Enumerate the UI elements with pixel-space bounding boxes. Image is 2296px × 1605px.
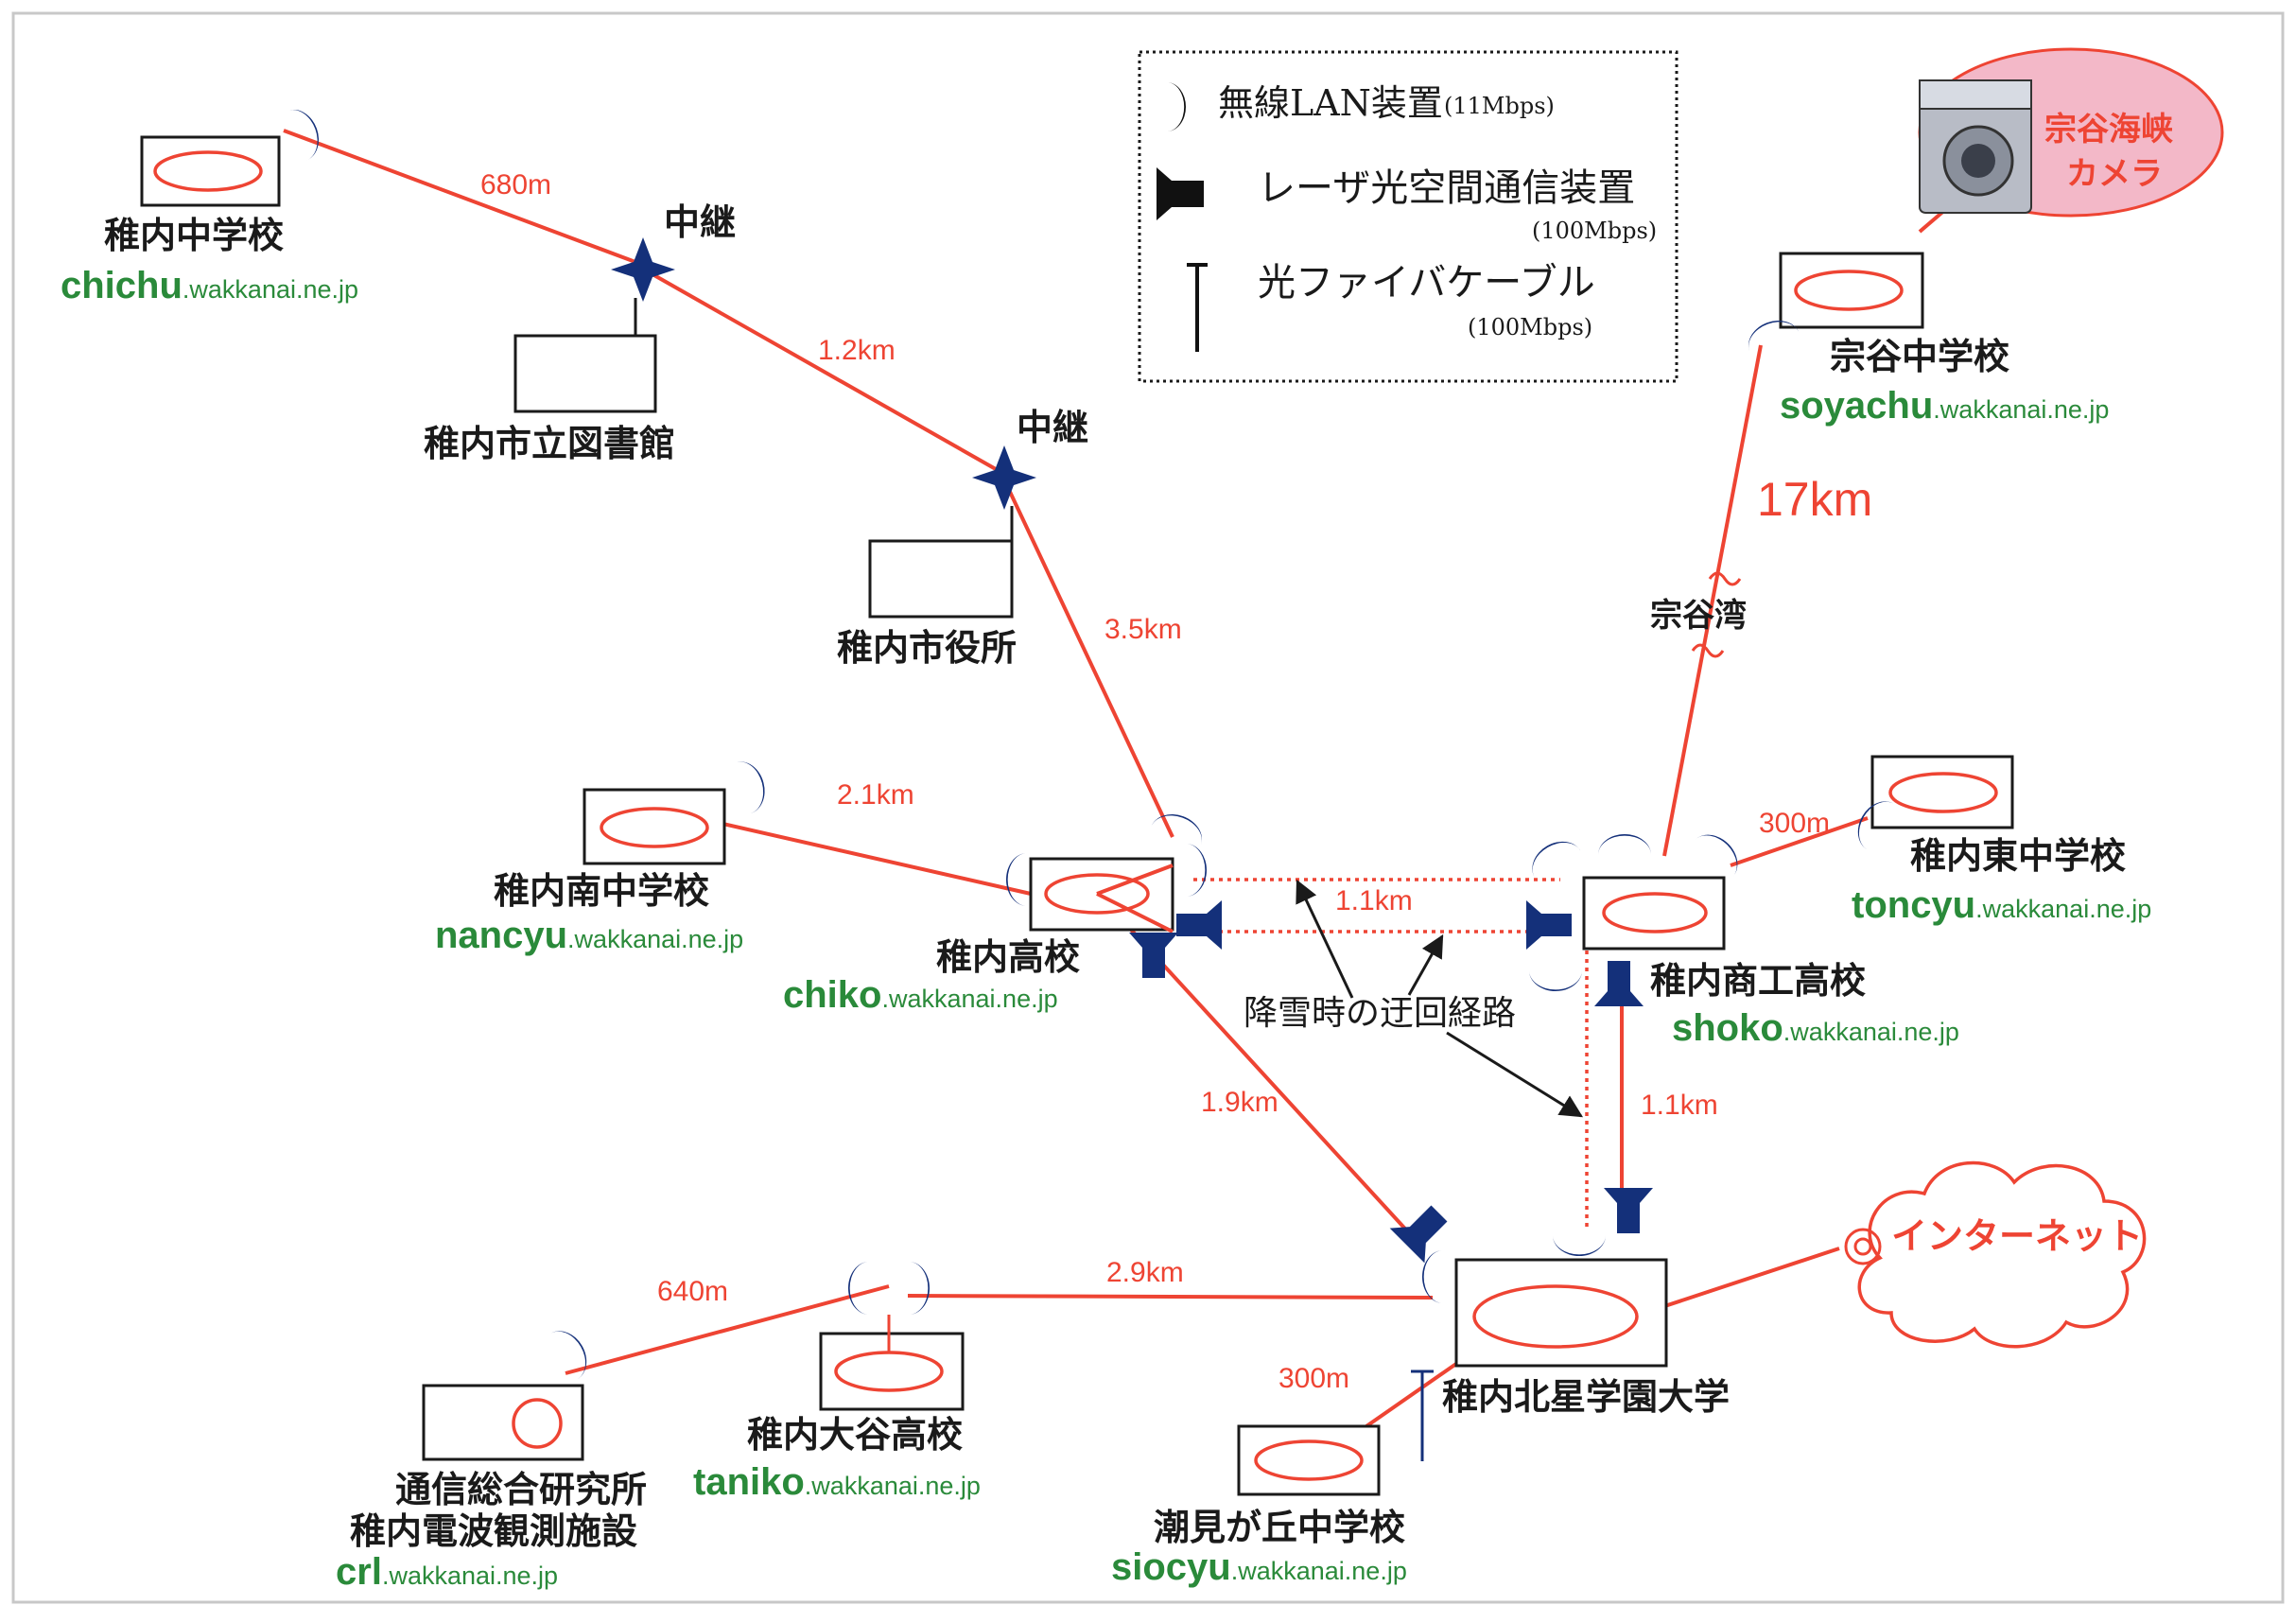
- legend-fiber-speed: (100Mbps): [1468, 314, 1592, 340]
- camera-label-1: 宗谷海峡: [2044, 111, 2173, 148]
- wireless-lan-icon: [736, 757, 771, 814]
- camera-callout: 宗谷海峡 カメラ: [1918, 47, 2224, 218]
- site-name: 稚内東中学校: [1910, 835, 2126, 877]
- internet-cloud: インターネット: [1844, 1160, 2147, 1349]
- wireless-lan-icon: [1598, 834, 1651, 855]
- distance-label: 17km: [1757, 473, 1872, 526]
- site-name: 稚内中学校: [104, 215, 284, 256]
- laser-device-icon: [1389, 1195, 1457, 1264]
- wireless-lan-icon: [909, 1262, 930, 1315]
- site-chichu: 稚内中学校 chichu.wakkanai.ne.jp: [61, 103, 358, 306]
- site-cityhall: 稚内市役所: [837, 539, 1017, 669]
- wireless-lan-icon: [1006, 853, 1027, 906]
- site-hokusei: 稚内北星学園大学: [1389, 1188, 1730, 1461]
- fiber-cable-icon: [1187, 263, 1208, 352]
- wireless-lan-icon: [1422, 1250, 1443, 1303]
- site-siocyu: 潮見が丘中学校 siocyu.wakkanai.ne.jp: [1111, 1424, 1407, 1588]
- camera-label-2: カメラ: [2066, 155, 2163, 193]
- site-hostname: soyachu.wakkanai.ne.jp: [1780, 385, 2109, 427]
- site-hostname: crl.wakkanai.ne.jp: [336, 1551, 558, 1593]
- relay-1: 中継: [611, 201, 736, 336]
- internet-label: インターネット: [1891, 1215, 2143, 1257]
- site-hostname: shoko.wakkanai.ne.jp: [1672, 1007, 1959, 1049]
- laser-device-icon: [1604, 1188, 1653, 1233]
- site-name: 稚内大谷高校: [747, 1414, 963, 1456]
- legend: 無線LAN装置 (11Mbps) レーザ光空間通信装置 (100Mbps) 光フ…: [1138, 50, 1679, 383]
- frame: [11, 11, 2285, 1604]
- site-crl: 通信総合研究所 稚内電波観測施設 crl.wakkanai.ne.jp: [336, 1322, 647, 1593]
- legend-wireless-label: 無線LAN装置: [1218, 82, 1443, 124]
- laser-device-icon: [1176, 900, 1222, 950]
- site-taniko: 稚内大谷高校 taniko.wakkanai.ne.jp: [693, 1262, 981, 1503]
- laser-device-icon: [1526, 900, 1572, 950]
- relay-label: 中継: [664, 201, 736, 243]
- site-name: 稚内南中学校: [494, 870, 709, 912]
- wireless-lan-icon: [1167, 82, 1186, 131]
- distance-label: 1.9km: [1201, 1087, 1278, 1118]
- distance-label: 3.5km: [1105, 614, 1182, 645]
- site-soyachu: 宗谷中学校 soyachu.wakkanai.ne.jp: [1742, 252, 2109, 427]
- site-hostname: chiko.wakkanai.ne.jp: [783, 974, 1058, 1016]
- relay-antenna-icon: [972, 445, 1036, 510]
- site-hostname: siocyu.wakkanai.ne.jp: [1111, 1546, 1407, 1588]
- detour-annotation: 降雪時の迂回経路: [1244, 879, 1584, 1118]
- relay-antenna-icon: [611, 237, 675, 302]
- distance-label: 300m: [1759, 808, 1830, 839]
- wireless-lan-icon: [1529, 970, 1582, 991]
- site-name: 稚内商工高校: [1650, 960, 1866, 1002]
- site-name-1: 通信総合研究所: [395, 1469, 647, 1510]
- site-name: 稚内市役所: [837, 627, 1017, 669]
- distance-label: 1.2km: [818, 335, 896, 366]
- distance-label: 1.1km: [1641, 1090, 1718, 1121]
- bay-label: 宗谷湾: [1650, 597, 1747, 635]
- detour-label: 降雪時の迂回経路: [1244, 994, 1516, 1033]
- links: [283, 129, 1955, 1428]
- site-hostname: toncyu.wakkanai.ne.jp: [1852, 884, 2151, 926]
- site-name: 宗谷中学校: [1830, 336, 2009, 377]
- site-library: 稚内市立図書館: [424, 334, 675, 464]
- site-hostname: nancyu.wakkanai.ne.jp: [435, 915, 743, 956]
- laser-device-icon: [1157, 167, 1204, 220]
- legend-laser-label: レーザ光空間通信装置: [1258, 166, 1635, 210]
- site-toncyu: 稚内東中学校 toncyu.wakkanai.ne.jp: [1849, 755, 2151, 926]
- distance-label: 1.1km: [1335, 885, 1413, 916]
- site-name: 稚内北星学園大学: [1442, 1376, 1730, 1418]
- wireless-lan-icon: [1523, 832, 1581, 878]
- relay-label: 中継: [1017, 407, 1088, 448]
- site-shoko: 稚内商工高校 shoko.wakkanai.ne.jp: [1523, 825, 1959, 1049]
- camera-icon: [1919, 79, 2032, 214]
- site-name: 稚内市立図書館: [424, 423, 675, 464]
- legend-wireless-speed: (11Mbps): [1444, 93, 1555, 119]
- site-hostname: chichu.wakkanai.ne.jp: [61, 265, 358, 306]
- wireless-lan-icon: [287, 103, 326, 161]
- site-name-2: 稚内電波観測施設: [350, 1510, 637, 1552]
- wireless-lan-icon: [848, 1262, 869, 1315]
- wireless-lan-icon: [1553, 1235, 1606, 1256]
- wireless-lan-icon: [1695, 825, 1748, 878]
- distance-label: 2.9km: [1106, 1257, 1184, 1288]
- legend-laser-speed: (100Mbps): [1532, 218, 1657, 244]
- site-nancyu: 稚内南中学校 nancyu.wakkanai.ne.jp: [435, 757, 771, 956]
- laser-device-icon: [1594, 961, 1644, 1006]
- distance-label: 2.1km: [837, 779, 914, 811]
- site-name: 稚内高校: [936, 936, 1080, 978]
- site-hostname: taniko.wakkanai.ne.jp: [693, 1461, 981, 1503]
- site-chiko: 稚内高校 chiko.wakkanai.ne.jp: [783, 807, 1222, 1016]
- site-name: 潮見が丘中学校: [1154, 1507, 1405, 1548]
- legend-fiber-label: 光ファイバケーブル: [1258, 261, 1595, 305]
- relay-2: 中継: [972, 407, 1088, 541]
- wireless-lan-icon: [1186, 844, 1207, 897]
- distance-label: 640m: [657, 1276, 728, 1307]
- distance-label: 680m: [480, 169, 551, 201]
- distance-labels: 680m 1.2km 3.5km 2.1km 1.1km 17km 300m 1…: [480, 169, 1872, 1394]
- distance-label: 300m: [1278, 1363, 1349, 1394]
- soya-bay: 宗谷湾: [1650, 571, 1747, 658]
